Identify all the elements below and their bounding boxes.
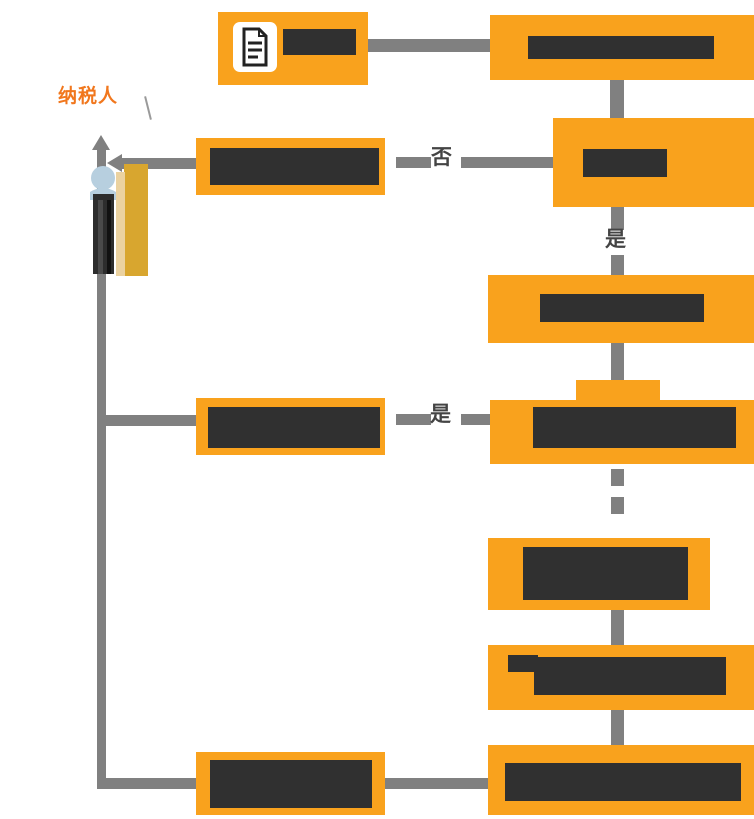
redacted-label-process-3 [523, 547, 688, 600]
redacted-label-process-5 [505, 763, 741, 801]
connector-branch-to-left-bottom [97, 778, 196, 789]
connector-process3-down [611, 610, 624, 645]
decision-yes-label-1: 是 [605, 227, 626, 251]
decision-yes-label-2: 是 [430, 402, 451, 426]
redacted-label-left-return-1 [210, 148, 379, 185]
redacted-label-left-bottom [210, 760, 372, 808]
node-process-4 [488, 645, 754, 710]
redacted-label-process-4-step [508, 655, 538, 672]
connector-left-spine [97, 149, 106, 789]
connector-top-right-down [610, 80, 624, 118]
connector-dash-2 [611, 497, 624, 514]
arrow-left-icon [107, 154, 122, 172]
taxpayer-leader-line [144, 96, 152, 120]
document-icon [232, 21, 278, 77]
node-process-5 [488, 745, 754, 815]
node-decision-2-tab [576, 380, 660, 402]
connector-start-to-top-right [368, 39, 490, 52]
node-process-2 [488, 275, 754, 343]
redacted-label-decision-1 [583, 149, 667, 177]
connector-yes1-upper [611, 207, 624, 230]
connector-no-segment-1 [396, 157, 431, 168]
node-decision-1 [553, 118, 754, 207]
connector-branch-to-left-return-2 [97, 415, 196, 426]
taxpayer-label: 纳税人 [58, 85, 119, 107]
redacted-label-process-2 [540, 294, 704, 322]
node-start [218, 12, 368, 85]
node-left-return-2 [196, 398, 385, 455]
redacted-label-decision-2 [533, 407, 736, 448]
connector-no-segment-2 [461, 157, 553, 168]
redacted-label-left-return-2 [208, 407, 380, 448]
connector-yes2-segment-1 [396, 414, 431, 425]
node-decision-2 [490, 400, 754, 464]
connector-yes1-lower [611, 255, 624, 275]
taxpayer-figure-icon [86, 146, 156, 288]
redacted-label-top-right [528, 36, 714, 59]
node-left-bottom-end [196, 752, 385, 815]
arrow-up-icon [92, 135, 110, 150]
connector-yes2-segment-2 [461, 414, 490, 425]
connector-arm-to-taxpayer [120, 158, 196, 169]
redacted-label-start [283, 29, 356, 55]
node-top-right-process [490, 15, 754, 80]
redacted-label-process-4 [534, 657, 726, 695]
decision-no-label: 否 [431, 145, 452, 169]
connector-process2-down [611, 343, 624, 381]
connector-process4-down [611, 710, 624, 745]
connector-dash-1 [611, 469, 624, 486]
node-process-3 [488, 538, 710, 610]
node-left-return-1 [196, 138, 385, 195]
connector-process5-to-left-bottom [385, 778, 488, 789]
